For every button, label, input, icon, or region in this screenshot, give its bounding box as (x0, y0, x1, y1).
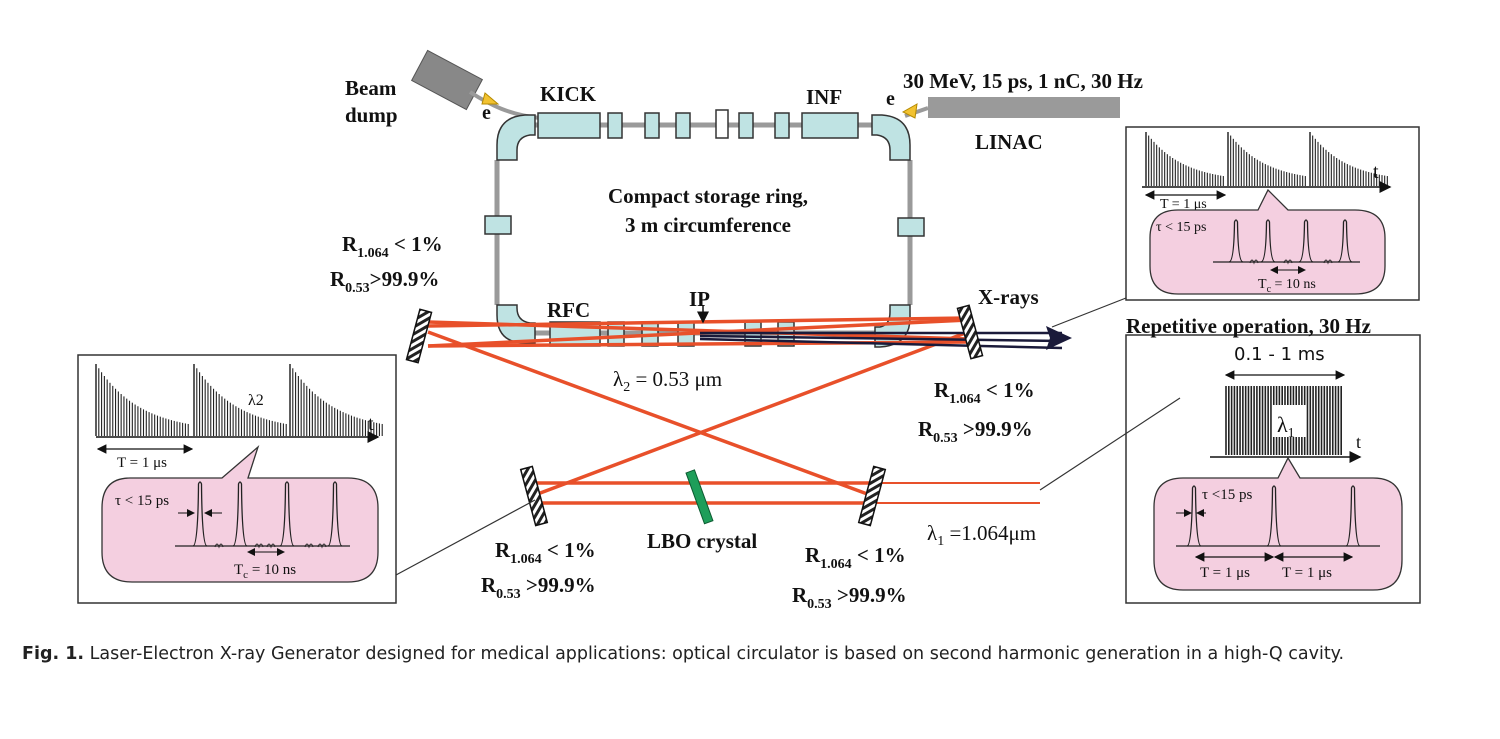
dipole-top-right (871, 114, 911, 161)
inset-rb-duration: 0.1 - 1 ms (1234, 344, 1325, 365)
linac-params: 30 MeV, 15 ps, 1 nC, 30 Hz (903, 69, 1143, 93)
inf-label: INF (806, 85, 842, 109)
pulses-right-top (1213, 219, 1360, 265)
inset-right-top: T = 1 μs t τ < 15 ps Tc = 10 ns (1051, 126, 1420, 328)
refl-ul-1064: R1.064 < 1% (342, 232, 443, 261)
quad-left (484, 215, 512, 235)
kicker-magnet (537, 112, 601, 139)
figure-caption: Fig. 1. Laser-Electron X-ray Generator d… (22, 644, 1492, 664)
rfc-label: RFC (547, 298, 590, 322)
quad-top-4 (738, 112, 754, 139)
inflector-magnet (801, 112, 859, 139)
ip-label: IP (689, 287, 710, 311)
inset-left-tau: τ < 15 ps (115, 493, 169, 509)
electron-label-right: e (886, 88, 895, 110)
pulses-right-bottom (1176, 485, 1380, 547)
quad-right (897, 217, 925, 237)
quad-top-3 (675, 112, 691, 139)
linac-label: LINAC (975, 130, 1043, 154)
mirror-lower-right (857, 465, 887, 527)
caption-label: Fig. 1. (22, 644, 85, 664)
ring-title-1: Compact storage ring, (608, 184, 808, 208)
inset-rb-period-a: T = 1 μs (1200, 565, 1250, 581)
inset-rt-callout (1149, 188, 1386, 295)
mirror-upper-left (405, 308, 433, 364)
refl-lr-1064: R1.064 < 1% (805, 543, 906, 572)
electron-label-left: e (482, 102, 491, 124)
lbo-crystal (685, 469, 714, 525)
mirror-upper-right (956, 304, 984, 360)
mirror-lower-left (519, 465, 549, 527)
refl-ur-053: R0.53 >99.9% (918, 417, 1033, 446)
xrays-label: X-rays (978, 285, 1039, 309)
inset-rb-t: t (1356, 432, 1361, 452)
quad-top-1 (607, 112, 623, 139)
electron-arrow-right (901, 103, 918, 119)
refl-lr-053: R0.53 >99.9% (792, 583, 907, 612)
inset-right-bottom: Repetitive operation, 30 Hz 0.1 - 1 ms λ… (1039, 314, 1421, 604)
inset-rb-title: Repetitive operation, 30 Hz (1126, 314, 1371, 338)
lambda2-label: λ2 = 0.53 μm (613, 367, 722, 395)
quad-top-2 (644, 112, 660, 139)
beam-dump-label-1: Beam (345, 76, 397, 100)
xray-beam (699, 331, 1063, 350)
pulses-left (175, 481, 350, 549)
inset-left-lambda: λ2 (248, 392, 264, 409)
pulse-train-right-top (1145, 132, 1388, 186)
beam-dump-block (410, 49, 484, 111)
lambda1-label: λ1 =1.064μm (927, 521, 1036, 549)
beam-dump-label-2: dump (345, 103, 398, 127)
inset-rb-lambda: λ1 (1277, 412, 1295, 441)
burst-block (1225, 386, 1342, 455)
inset-left-tc: Tc = 10 ns (234, 562, 296, 581)
inset-left-t: t (368, 413, 374, 435)
bpm-top (715, 109, 729, 139)
inset-rt-tc: Tc = 10 ns (1258, 277, 1316, 295)
inset-left: T = 1 μs λ2 t τ < 15 ps Tc = 10 ns (77, 354, 536, 604)
lbo-label: LBO crystal (647, 529, 757, 553)
inset-rt-tau: τ < 15 ps (1156, 220, 1206, 235)
inset-rt-period: T = 1 μs (1160, 197, 1207, 212)
quad-bot-1 (607, 321, 625, 347)
quad-top-5 (774, 112, 790, 139)
linac-tube (928, 97, 1120, 118)
dipole-bottom-right (874, 304, 911, 348)
refl-ll-1064: R1.064 < 1% (495, 538, 596, 567)
inset-left-period: T = 1 μs (117, 455, 167, 471)
kick-label: KICK (540, 82, 597, 106)
caption-text: Laser-Electron X-ray Generator designed … (84, 644, 1345, 664)
inset-rt-t: t (1373, 161, 1379, 183)
ring-title-2: 3 m circumference (625, 213, 791, 237)
beam-to-dump (468, 90, 541, 120)
refl-ll-053: R0.53 >99.9% (481, 573, 596, 602)
electron-arrow-left (481, 92, 500, 105)
inset-rb-period-b: T = 1 μs (1282, 565, 1332, 581)
pulse-train-left (95, 364, 383, 436)
dipole-top-left (496, 114, 536, 161)
refl-ul-053: R0.53>99.9% (330, 267, 439, 296)
xray-arrowhead (1046, 326, 1072, 350)
inset-rb-tau: τ <15 ps (1202, 487, 1252, 503)
refl-ur-1064: R1.064 < 1% (934, 378, 1035, 407)
